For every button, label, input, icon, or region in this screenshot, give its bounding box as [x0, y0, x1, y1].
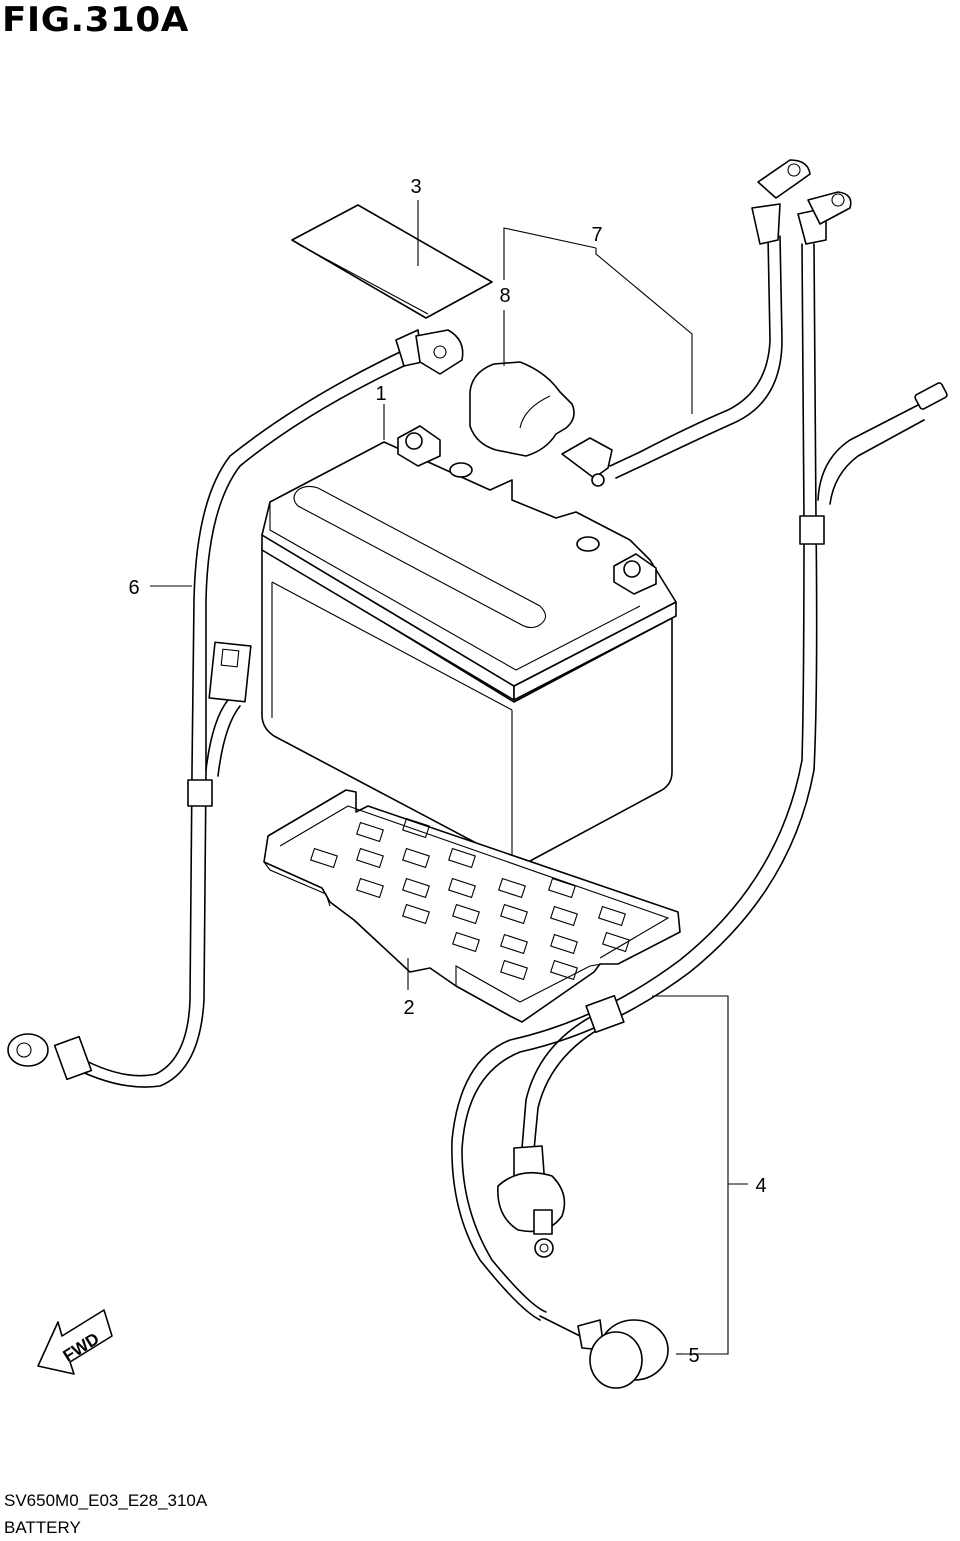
- part-5-boot: [539, 1315, 669, 1389]
- callout-numbers: 1 2 3 4 5 6 7 8: [128, 176, 766, 1367]
- part-1-battery: [261, 425, 677, 865]
- callout-8: 8: [499, 285, 510, 307]
- figure-name: BATTERY: [4, 1518, 81, 1537]
- figure-title: FIG.310A: [2, 0, 189, 40]
- callout-5: 5: [688, 1345, 699, 1367]
- part-7-positive-lead: [561, 159, 811, 487]
- callout-7: 7: [591, 224, 602, 246]
- callout-2: 2: [403, 997, 414, 1019]
- part-4-cable-bundle: [451, 191, 948, 1321]
- leader-lines: [150, 200, 748, 1355]
- callout-1: 1: [375, 383, 386, 405]
- callout-4: 4: [755, 1175, 766, 1197]
- figure-code: SV650M0_E03_E28_310A: [4, 1491, 208, 1510]
- callout-6: 6: [128, 577, 139, 599]
- part-8-terminal-cover: [469, 361, 575, 457]
- part-3-sheet: [291, 204, 493, 319]
- fwd-arrow-icon: FWD: [37, 1309, 113, 1375]
- callout-3: 3: [410, 176, 421, 198]
- part-2-tray: [263, 789, 681, 1023]
- part-6-negative-lead: [7, 329, 464, 1088]
